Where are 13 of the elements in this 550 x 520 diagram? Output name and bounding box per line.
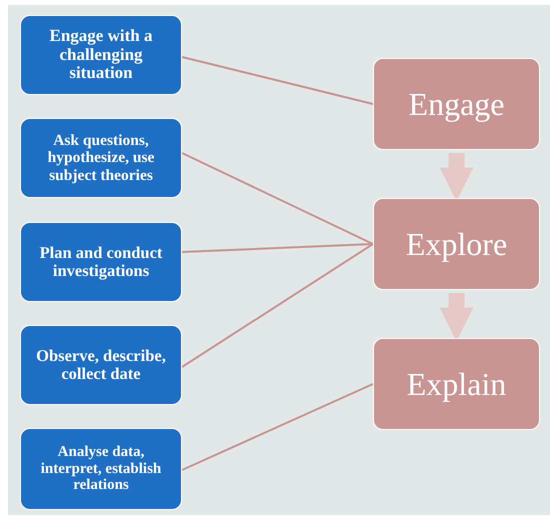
connector-line: [182, 152, 374, 245]
activity-box: Ask questions, hypothesize, use subject theories: [20, 118, 182, 198]
connector-line: [182, 243, 374, 253]
connector-line: [182, 56, 374, 105]
activity-box: Observe, describe, collect date: [20, 325, 182, 405]
activity-box: Engage with a challenging situation: [20, 15, 182, 95]
phase-box: Explore: [373, 198, 540, 290]
phase-box: Engage: [373, 58, 540, 150]
connector-line: [181, 243, 374, 368]
phase-box: Explain: [373, 338, 540, 430]
connector-line: [182, 383, 374, 471]
activity-box: Plan and conduct investigations: [20, 222, 182, 302]
activity-box: Analyse data, interpret, establish relations: [20, 428, 182, 510]
